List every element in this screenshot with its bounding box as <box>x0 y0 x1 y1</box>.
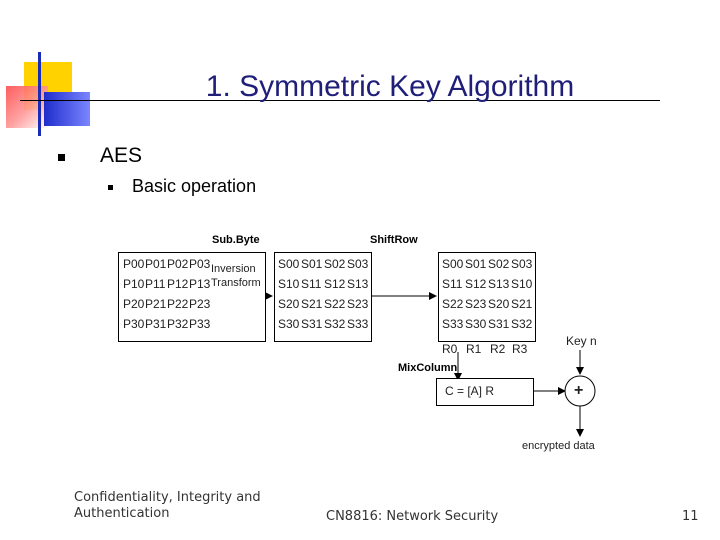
matrix-cell: S20 <box>488 297 510 311</box>
r-column-label: R3 <box>512 342 528 356</box>
plaintext-matrix-box: P00 P01 P02 P03 P10 P11 P12 P13 P20 P21 … <box>118 252 266 342</box>
mixcolumn-equation: C = [A] R <box>445 384 495 398</box>
matrix-cell: S11 <box>442 277 463 291</box>
output-label: encrypted data <box>522 440 595 452</box>
matrix-cell: S10 <box>278 277 300 291</box>
transform-label: Transform <box>211 277 261 289</box>
matrix-cell: P03 <box>189 257 211 271</box>
r-column-label: R2 <box>490 342 506 356</box>
sub-bullet-square-icon <box>108 185 113 190</box>
matrix-cell: P31 <box>145 317 167 331</box>
matrix-cell: S30 <box>465 317 487 331</box>
logo-blue-square <box>44 92 90 126</box>
matrix-cell: S03 <box>511 257 533 271</box>
matrix-cell: S33 <box>442 317 464 331</box>
shifted-matrix-box: S00 S01 S02 S03 S11 S12 S13 S10 S22 S23 … <box>438 252 536 342</box>
matrix-cell: P10 <box>123 277 145 291</box>
matrix-cell: S02 <box>324 257 346 271</box>
matrix-cell: S12 <box>324 277 346 291</box>
matrix-cell: S22 <box>324 297 346 311</box>
mixcolumn-box: C = [A] R <box>436 378 534 406</box>
slide-title: 1. Symmetric Key Algorithm <box>205 70 575 103</box>
shiftrow-label: ShiftRow <box>370 234 418 246</box>
matrix-cell: S02 <box>488 257 510 271</box>
matrix-cell: P13 <box>189 277 211 291</box>
matrix-cell: P33 <box>189 317 211 331</box>
footer-left-line1: Confidentiality, Integrity and <box>74 490 261 505</box>
matrix-cell: P21 <box>145 297 167 311</box>
matrix-cell: P12 <box>167 277 189 291</box>
key-label: Key n <box>566 334 597 348</box>
matrix-cell: S10 <box>511 277 533 291</box>
matrix-cell: P20 <box>123 297 145 311</box>
matrix-cell: P01 <box>145 257 167 271</box>
footer-course: CN8816: Network Security <box>326 509 499 524</box>
matrix-cell: P22 <box>167 297 189 311</box>
matrix-cell: P02 <box>167 257 189 271</box>
logo-red-square <box>6 86 48 128</box>
matrix-cell: S31 <box>488 317 510 331</box>
matrix-cell: S01 <box>301 257 323 271</box>
matrix-cell: S13 <box>347 277 369 291</box>
matrix-cell: P11 <box>145 277 166 291</box>
matrix-cell: S22 <box>442 297 464 311</box>
matrix-cell: S30 <box>278 317 300 331</box>
matrix-cell: S32 <box>324 317 346 331</box>
matrix-cell: P23 <box>189 297 211 311</box>
matrix-cell: P32 <box>167 317 189 331</box>
matrix-cell: S12 <box>465 277 487 291</box>
matrix-cell: S20 <box>278 297 300 311</box>
title-divider-line <box>20 100 660 101</box>
plus-icon: + <box>574 382 584 399</box>
matrix-cell: S21 <box>301 297 323 311</box>
matrix-cell: S01 <box>465 257 487 271</box>
matrix-cell: S23 <box>347 297 369 311</box>
bullet-basic-operation: Basic operation <box>132 176 257 196</box>
matrix-cell: S00 <box>278 257 300 271</box>
substituted-matrix-box: S00 S01 S02 S03 S10 S11 S12 S13 S20 S21 … <box>274 252 372 342</box>
matrix-cell: S11 <box>301 277 322 291</box>
matrix-cell: S33 <box>347 317 369 331</box>
matrix-cell: S32 <box>511 317 533 331</box>
inversion-label: Inversion <box>211 263 256 275</box>
matrix-cell: S23 <box>465 297 487 311</box>
page-number: 11 <box>682 509 699 524</box>
matrix-cell: P00 <box>123 257 145 271</box>
r-column-label: R1 <box>466 342 482 356</box>
matrix-cell: S31 <box>301 317 323 331</box>
subbyte-label: Sub.Byte <box>212 234 260 246</box>
bullet-square-icon <box>58 154 65 161</box>
mixcolumn-label: MixColumn <box>398 362 458 374</box>
r-column-label: R0 <box>442 342 458 356</box>
footer-left: Confidentiality, Integrity and Authentic… <box>74 490 261 522</box>
matrix-cell: P30 <box>123 317 145 331</box>
matrix-cell: S00 <box>442 257 464 271</box>
logo-vertical-line <box>38 52 41 136</box>
matrix-cell: S21 <box>511 297 533 311</box>
bullet-aes: AES <box>100 144 143 167</box>
footer-left-line2: Authentication <box>74 506 170 521</box>
matrix-cell: S13 <box>488 277 510 291</box>
matrix-cell: S03 <box>347 257 369 271</box>
